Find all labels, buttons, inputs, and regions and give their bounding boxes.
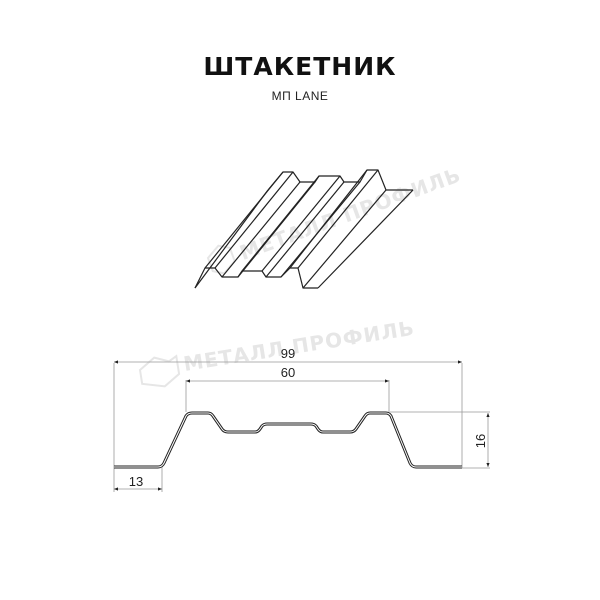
dimension-99-label: 99	[281, 346, 295, 361]
watermark-text: МЕТАЛЛ ПРОФИЛЬ	[236, 162, 464, 264]
watermark-text: МЕТАЛЛ ПРОФИЛЬ	[182, 316, 417, 376]
dimension-lines	[113, 363, 490, 492]
dimension-13-label: 13	[129, 474, 143, 489]
product-model: МП LANE	[271, 89, 329, 103]
watermark-section: МЕТАЛЛ ПРОФИЛЬ	[138, 316, 417, 388]
watermark-isometric: МЕТАЛЛ ПРОФИЛЬ	[206, 162, 464, 275]
isometric-profile	[194, 169, 414, 289]
product-title: ШТАКЕТНИК	[203, 52, 397, 81]
dimension-16-label: 16	[473, 434, 488, 448]
dimension-60-label: 60	[281, 365, 295, 380]
cross-section-profile	[114, 411, 462, 469]
